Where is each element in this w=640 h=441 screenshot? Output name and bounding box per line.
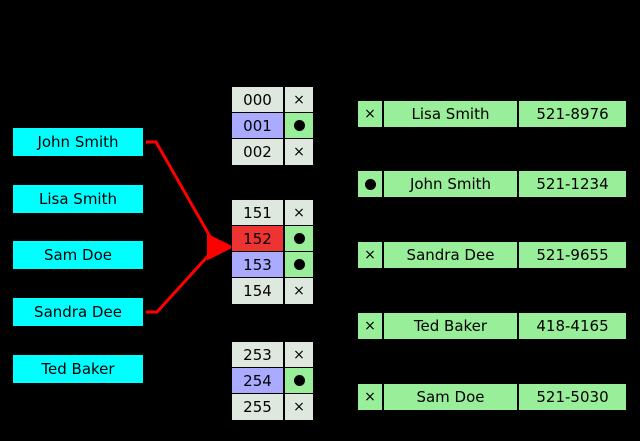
bucket-null-x-icon: × <box>285 278 313 304</box>
bucket-index: 152 <box>232 226 285 251</box>
bucket-null-x-icon: × <box>285 200 313 225</box>
key-box: Lisa Smith <box>13 185 143 213</box>
bucket-row: 255× <box>232 394 313 420</box>
entry-null-x-icon: × <box>358 313 384 339</box>
bucket-row: 000× <box>232 87 313 113</box>
bucket-index: 002 <box>232 139 285 165</box>
dot-icon <box>293 233 305 244</box>
bucket-null-x-icon: × <box>285 139 313 165</box>
bucket-index: 254 <box>232 368 285 393</box>
bucket-row: 254 <box>232 368 313 394</box>
dot-icon <box>293 375 305 386</box>
bucket-pointer-dot-icon <box>285 368 313 393</box>
bucket-row: 151× <box>232 200 313 226</box>
bucket-null-x-icon: × <box>285 342 313 367</box>
red-link-john-smith <box>146 140 218 248</box>
dot-icon <box>364 178 376 190</box>
key-box: Sandra Dee <box>13 298 143 326</box>
entry-name: Ted Baker <box>384 313 519 339</box>
entry-name: Sam Doe <box>384 384 519 410</box>
bucket-row: 154× <box>232 278 313 304</box>
entry-null-x-icon: × <box>358 384 384 410</box>
entry-name: Sandra Dee <box>384 242 519 268</box>
entry-phone: 521-9655 <box>519 242 626 268</box>
bucket-pointer-dot-icon <box>285 252 313 277</box>
entry-name: Lisa Smith <box>384 101 519 127</box>
entry-name: John Smith <box>384 171 519 197</box>
bucket-index: 154 <box>232 278 285 304</box>
entry-phone: 521-5030 <box>519 384 626 410</box>
dot-icon <box>293 120 305 131</box>
bucket-index: 153 <box>232 252 285 277</box>
key-box: John Smith <box>13 128 143 156</box>
red-link-sandra-dee <box>146 245 218 314</box>
bucket-null-x-icon: × <box>285 394 313 420</box>
bucket-row: 001 <box>232 113 313 139</box>
bucket-null-x-icon: × <box>285 87 313 112</box>
bucket-row: 152 <box>232 226 313 252</box>
key-box: Sam Doe <box>13 241 143 269</box>
bucket-row: 153 <box>232 252 313 278</box>
entry-null-x-icon: × <box>358 101 384 127</box>
entry-pointer-dot-icon <box>358 171 384 197</box>
bucket-index: 001 <box>232 113 285 138</box>
bucket-row: 002× <box>232 139 313 165</box>
bucket-index: 255 <box>232 394 285 420</box>
entry-phone: 521-8976 <box>519 101 626 127</box>
bucket-index: 000 <box>232 87 285 112</box>
entry-phone: 521-1234 <box>519 171 626 197</box>
key-box: Ted Baker <box>13 355 143 383</box>
bucket-row: 253× <box>232 342 313 368</box>
bucket-index: 151 <box>232 200 285 225</box>
dot-icon <box>293 259 305 270</box>
bucket-index: 253 <box>232 342 285 367</box>
entry-phone: 418-4165 <box>519 313 626 339</box>
entry-null-x-icon: × <box>358 242 384 268</box>
bucket-pointer-dot-icon <box>285 113 313 138</box>
bucket-pointer-dot-icon <box>285 226 313 251</box>
